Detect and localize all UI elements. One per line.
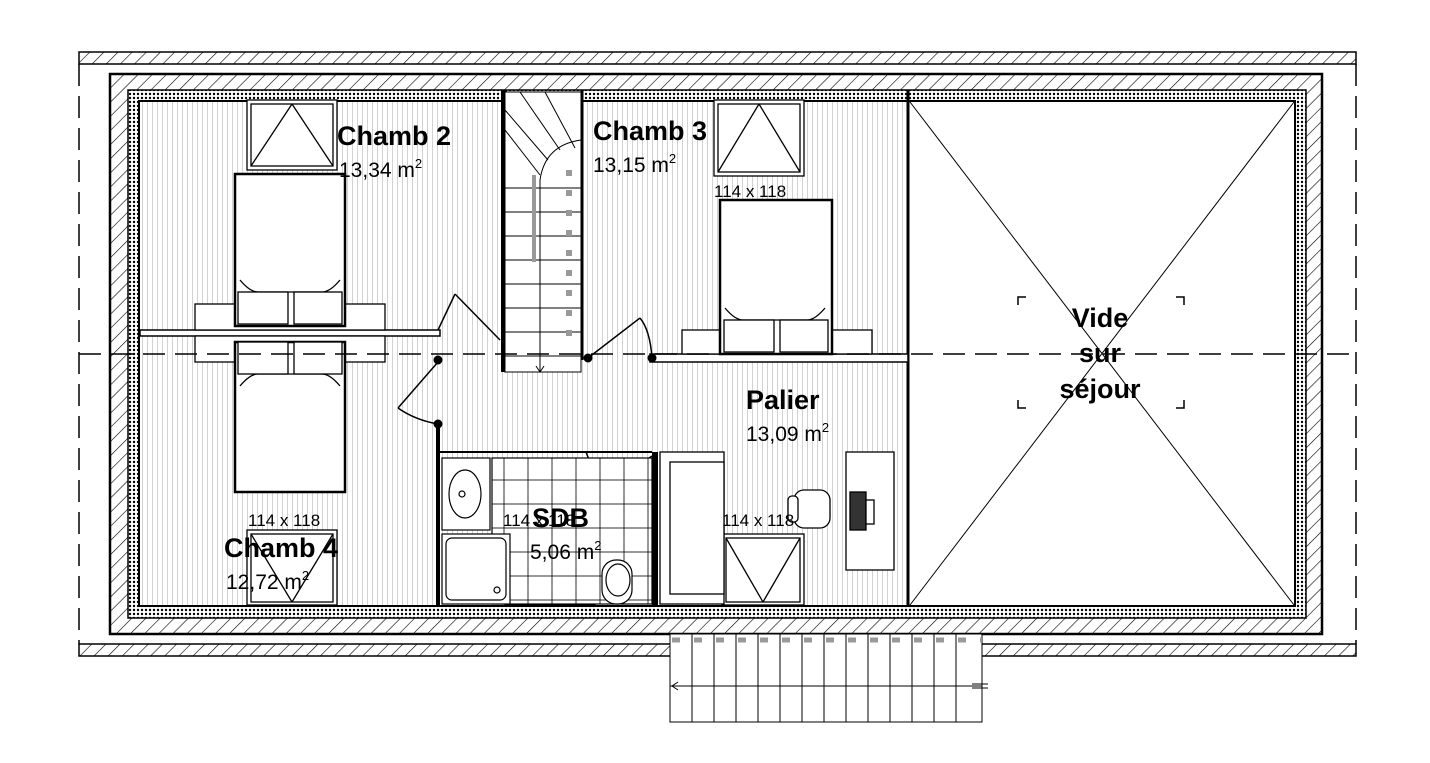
room-name-chamb3: Chamb 3: [593, 116, 707, 146]
void-line-1: Vide: [1072, 303, 1129, 333]
void-line-2: sur: [1079, 338, 1122, 368]
exterior-stairs: [669, 633, 988, 723]
room-area-chamb4: 12,72 m2: [226, 568, 309, 594]
interior-walls: [139, 90, 909, 606]
label-palier: Palier 13,09 m2: [746, 385, 829, 446]
bed-chamb4: [194, 335, 386, 494]
room-area-chamb2: 13,34 m2: [339, 156, 422, 182]
bed-chamb3: [681, 198, 873, 356]
label-chamb2: Chamb 2 13,34 m2: [337, 121, 451, 182]
room-area-chamb3: 13,15 m2: [593, 151, 676, 177]
room-name-chamb2: Chamb 2: [337, 121, 451, 151]
room-name-sdb: SDB: [532, 503, 589, 533]
room-area-sdb: 5,06 m2: [530, 538, 601, 564]
window-label-chamb4: 114 x 118: [248, 511, 320, 530]
roof-window-chamb4: [246, 529, 338, 606]
label-chamb4: Chamb 4 12,72 m2: [224, 533, 338, 594]
room-name-chamb4: Chamb 4: [224, 533, 338, 563]
desk: [787, 451, 895, 571]
window-label-palier: 114 x 118: [722, 511, 794, 530]
room-name-palier: Palier: [746, 385, 820, 415]
bathroom: [441, 457, 653, 605]
void-line-3: séjour: [1059, 374, 1141, 404]
bed-chamb2: [194, 172, 386, 331]
void-area: [906, 90, 1295, 606]
roof-window-palier: [721, 533, 805, 606]
window-label-chamb3: 114 x 118: [714, 182, 786, 201]
room-area-palier: 13,09 m2: [746, 420, 829, 446]
roof-edge-top: [78, 51, 1357, 65]
roof-window-chamb2: [246, 99, 338, 171]
roof-window-chamb3: [713, 99, 805, 177]
label-chamb3: Chamb 3 13,15 m2: [593, 116, 707, 177]
staircase: [504, 91, 582, 373]
window-label-sdb: 114 x 118: [503, 511, 575, 530]
label-void: Vide sur séjour: [1059, 303, 1141, 404]
wardrobe: [659, 451, 725, 605]
label-sdb: SDB 5,06 m2: [530, 503, 601, 564]
